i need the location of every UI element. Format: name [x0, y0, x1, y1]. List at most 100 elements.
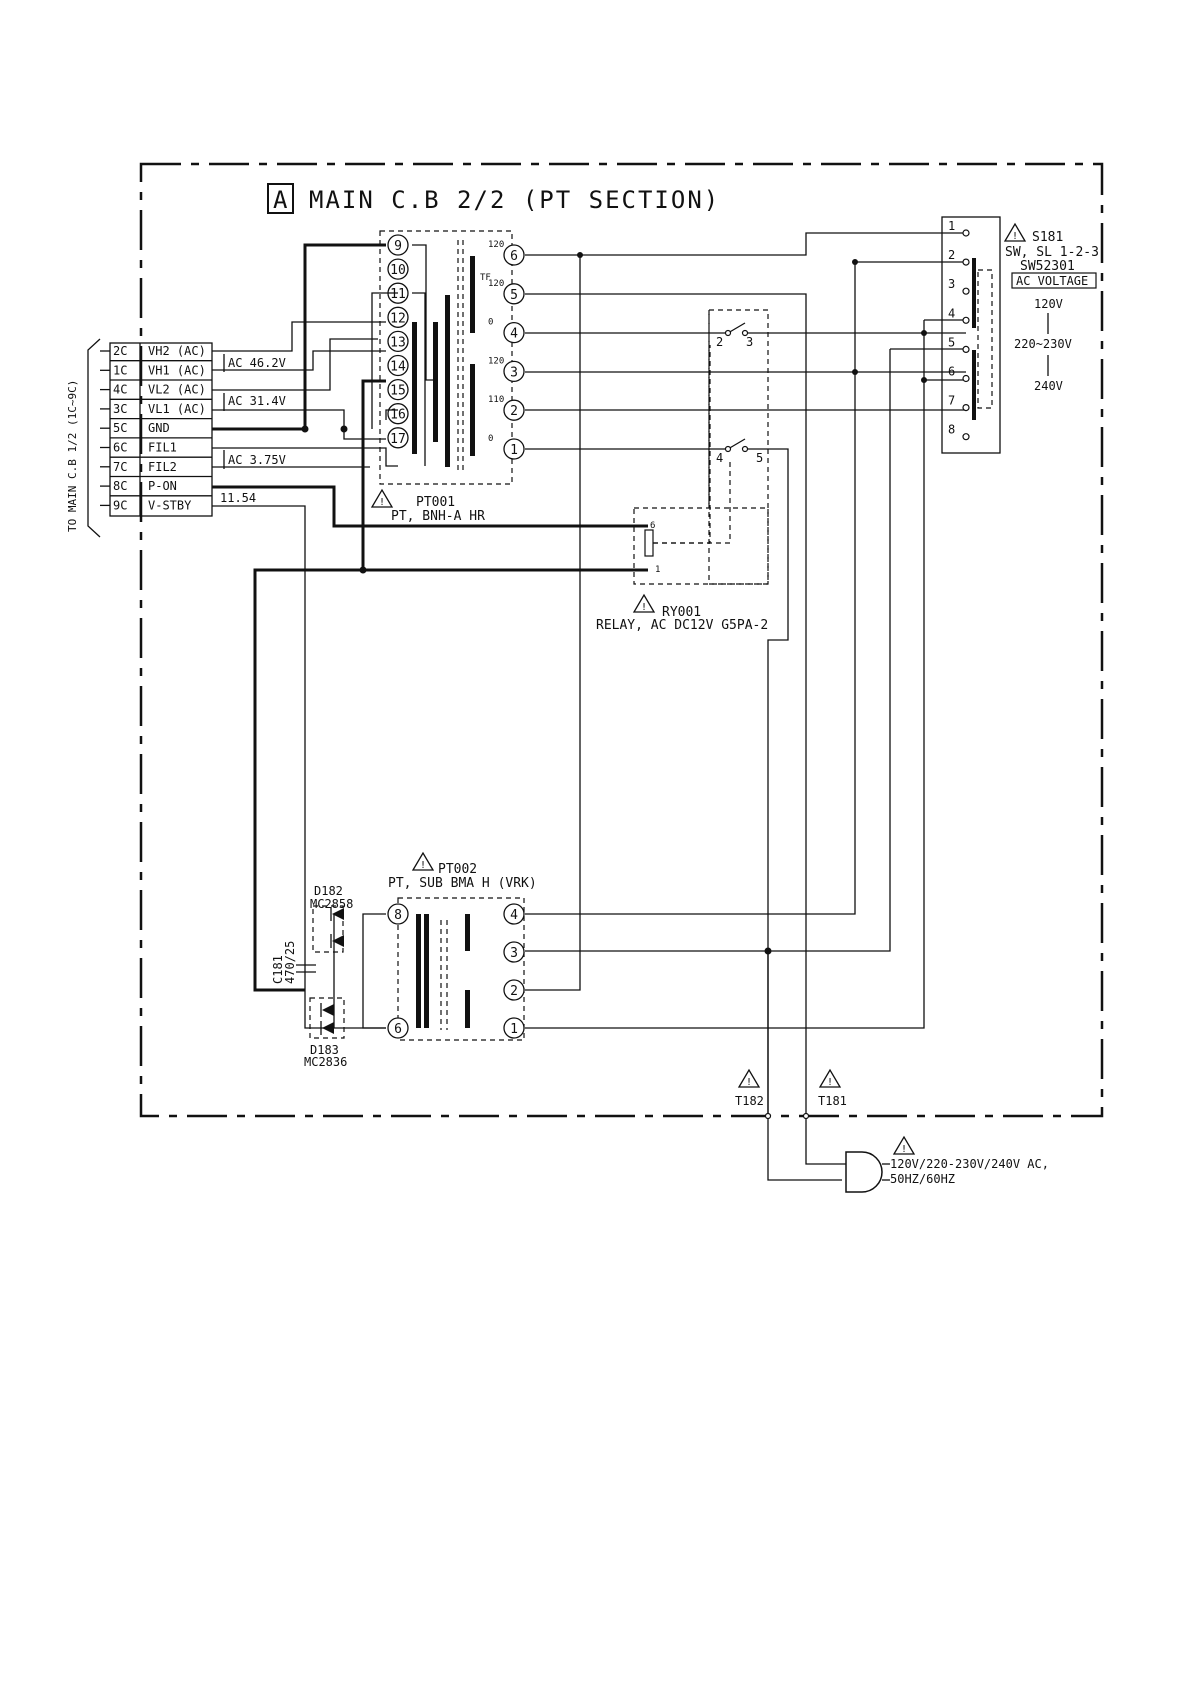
d183-part: MC2836 — [304, 1055, 347, 1069]
ry001-ref: RY001 — [662, 605, 701, 620]
terminal-t181: T181 — [818, 1094, 847, 1108]
pt001-primary-pin-label: 13 — [390, 335, 406, 350]
pt001-secondary-pin-label: 6 — [510, 249, 518, 264]
s181-pin-label: 4 — [948, 306, 955, 320]
pt002-ref: PT002 — [438, 862, 477, 877]
vl-voltage-note: AC 31.4V — [228, 394, 286, 408]
pt001-primary-pin-label: 11 — [390, 287, 406, 302]
pt001-tap-label: 110 — [488, 395, 504, 405]
connector-pin: 5C — [113, 421, 127, 435]
s181-pin-label: 1 — [948, 219, 955, 233]
connector-pin: 7C — [113, 460, 127, 474]
pt002-secondary-pin-label: 1 — [510, 1022, 518, 1037]
title-letter-box — [267, 183, 294, 214]
pt001-tap-label: 120 — [488, 240, 504, 250]
terminal-t182-warning-icon: ! — [737, 1068, 761, 1088]
ac-plug-icon — [845, 1151, 890, 1193]
pt001-primary-pin-label: 9 — [394, 239, 402, 254]
s181-switch-body — [941, 216, 1001, 454]
s181-pos-120: 120V — [1034, 297, 1063, 311]
connector-row: 5C GND — [100, 417, 212, 435]
ry001-contact-pin: 5 — [756, 451, 763, 465]
pt002-core — [416, 914, 470, 1030]
connector-signal: VL1 (AC) — [148, 402, 206, 416]
title-letter: A — [273, 186, 288, 214]
vstby-voltage-note: 11.54 — [220, 491, 256, 505]
pt002-secondary-pin: 4 — [503, 903, 525, 925]
connector-row: 7C FIL2 — [100, 456, 212, 474]
d182-part: MC2858 — [310, 897, 353, 911]
ry001-contact-pin: 4 — [716, 451, 723, 465]
pt001-secondary-pin: 4 — [503, 321, 525, 344]
pt002-primary-pin-label: 6 — [394, 1022, 402, 1037]
svg-text:!: ! — [746, 1077, 752, 1088]
diode-d183 — [309, 997, 345, 1039]
connector-signal: GND — [148, 421, 170, 435]
s181-pin-label: 2 — [948, 248, 955, 262]
connector-signal: V-STBY — [148, 498, 192, 512]
ry001-coil-pin: 1 — [655, 565, 660, 575]
pt001-warning-icon: ! — [370, 488, 394, 508]
pt001-core — [412, 240, 475, 470]
pt001-primary-pin-label: 14 — [390, 360, 406, 375]
svg-text:!: ! — [420, 860, 426, 871]
s181-ref: S181 — [1032, 230, 1063, 245]
pt001-secondary-pin: 5 — [503, 283, 525, 305]
terminal-t182: T182 — [735, 1094, 764, 1108]
pt001-tap-fuse: TF — [480, 273, 491, 283]
connector-signal: P-ON — [148, 479, 177, 493]
connector-signal: VH1 (AC) — [148, 363, 206, 377]
pt001-secondary-pin: 3 — [503, 360, 525, 383]
svg-text:!: ! — [827, 1077, 833, 1088]
svg-text:!: ! — [1012, 231, 1018, 242]
connector-pin: 9C — [113, 498, 127, 512]
pt001-primary-pin: 14 — [387, 354, 409, 377]
pt001-tap-label: 120 — [488, 356, 504, 366]
pt001-primary-pin: 16 — [387, 403, 409, 425]
connector-pin: 8C — [113, 479, 127, 493]
pt001-ref: PT001 — [416, 495, 455, 510]
d182-ref: D182 — [314, 884, 343, 898]
pt001-secondary-pin: 6 — [503, 244, 525, 266]
c181-value: 470/25 — [283, 941, 297, 984]
pt002-outline — [397, 897, 525, 1041]
capacitor-c181 — [296, 964, 316, 973]
pt002-wiring — [304, 890, 842, 1181]
pt002-name: PT, SUB BMA H (VRK) — [388, 876, 537, 891]
ry001-relay — [633, 309, 769, 585]
side-connector-label: TO MAIN C.B 1/2 (1C~9C) — [66, 380, 79, 532]
pt001-secondary-pin-label: 5 — [510, 288, 518, 303]
s181-pos-220: 220~230V — [1014, 337, 1072, 351]
pt001-primary-pin-label: 12 — [390, 311, 406, 326]
pt001-name: PT, BNH-A HR — [391, 509, 485, 524]
connector-signal: FIL2 — [148, 460, 177, 474]
connector-pin: 4C — [113, 383, 127, 397]
pt002-secondary-pin: 2 — [503, 979, 525, 1001]
connector-row: 9C V-STBY — [100, 495, 212, 512]
pt001-secondary-pin-label: 3 — [510, 365, 518, 380]
connector-pin: 6C — [113, 441, 127, 455]
terminal-t181-warning-icon: ! — [818, 1068, 842, 1088]
pt002-warning-icon: ! — [411, 851, 435, 871]
pt001-primary-wiring — [212, 243, 648, 992]
pt001-secondary-pin: 1 — [503, 438, 525, 460]
svg-text:!: ! — [641, 602, 647, 613]
pt002-secondary-pin: 1 — [503, 1017, 525, 1039]
s181-pin-label: 7 — [948, 394, 955, 408]
connector-pin: 2C — [113, 344, 127, 358]
d183-ref: D183 — [310, 1043, 339, 1057]
connector-pin: 1C — [113, 363, 127, 377]
pt001-primary-pin-label: 15 — [390, 384, 406, 399]
pt001-secondary-pin-label: 1 — [510, 443, 518, 458]
pt001-primary-pin: 12 — [387, 306, 409, 328]
pt002-primary-pin-label: 8 — [394, 908, 402, 923]
